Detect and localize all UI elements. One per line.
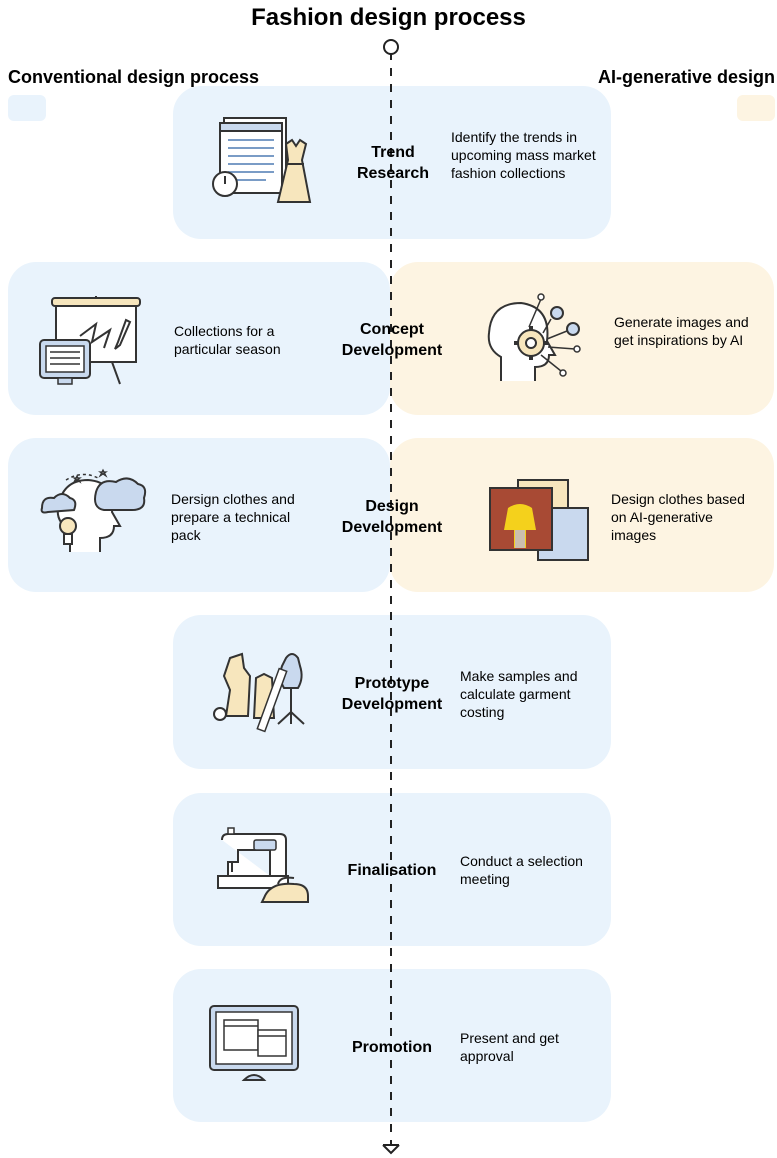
ai-head-gears-icon [487,293,581,381]
finalisation-description: Conduct a selection meeting [460,853,583,887]
diagram-title: Fashion design process [251,4,526,31]
legend-conventional-label: Conventional design process [8,67,260,87]
stage-title-line: Research [356,165,430,182]
stage-title-line: Concept [360,321,424,338]
concept-ai-card [390,262,774,415]
timeline-end-arrow [382,1144,400,1155]
ai-images-icon [489,479,589,561]
pattern-mannequin-icon [213,652,305,733]
stage-title-line: Trend [371,144,415,161]
stage-title-line: Finalisation [347,862,437,879]
stage-title-line: Design [365,498,419,515]
design-ai-description: Design clothes based on AI-generative im… [611,491,745,543]
monitor-icon [209,1005,299,1081]
sewing-machine-iron-icon [217,827,309,903]
prototype-description: Make samples and calculate garment costi… [460,668,578,720]
stage-prototype-development-title: Prototype Development [330,673,454,715]
stage-title-line: Development [341,342,443,359]
stage-finalisation-title: Finalisation [330,860,454,881]
stage-trend-research-title: Trend Research [332,142,454,184]
concept-conventional-description: Collections for a particular season [174,323,281,357]
stage-promotion-title: Promotion [330,1037,454,1058]
trend-research-icon [212,117,312,203]
legend-conventional-swatch [8,95,46,121]
thinking-head-icon [40,468,147,552]
stage-title-line: Development [341,519,443,536]
timeline-start-circle [383,39,399,55]
concept-ai-description: Generate images and get inspirations by … [614,314,749,348]
design-conventional-description: Dersign clothes and prepare a technical … [171,491,295,543]
promotion-description: Present and get approval [460,1030,559,1064]
stage-title-line: Prototype [354,675,430,692]
legend-ai-label: AI-generative design [597,67,775,87]
stage-title-line: Promotion [352,1039,432,1056]
legend-ai-swatch [737,95,775,121]
presentation-board-icon [39,296,141,385]
stage-title-line: Development [341,696,443,713]
stage-design-development-title: Design Development [330,496,454,538]
stage-concept-development-title: Concept Development [330,319,454,361]
timeline-line [390,52,392,1144]
trend-research-description: Identify the trends in upcoming mass mar… [451,129,596,181]
